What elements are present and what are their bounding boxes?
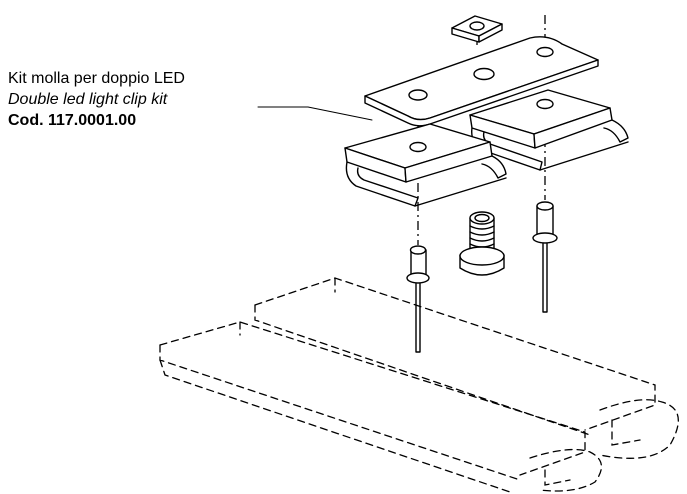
spring-clip-left xyxy=(344,123,507,207)
kit-caption: Kit molla per doppio LED Double led ligh… xyxy=(8,68,185,131)
caption-italian: Kit molla per doppio LED xyxy=(8,70,185,87)
leader-line xyxy=(257,106,373,121)
caption-product-code: Cod. 117.0001.00 xyxy=(8,112,137,129)
socket-screw xyxy=(459,211,505,276)
flat-plate xyxy=(364,36,599,127)
caption-english: Double led light clip kit xyxy=(8,91,168,108)
rivet-left xyxy=(406,245,430,353)
square-nut xyxy=(451,15,503,43)
rivet-right xyxy=(532,201,558,313)
led-profile-dashed-outlines xyxy=(159,277,679,493)
